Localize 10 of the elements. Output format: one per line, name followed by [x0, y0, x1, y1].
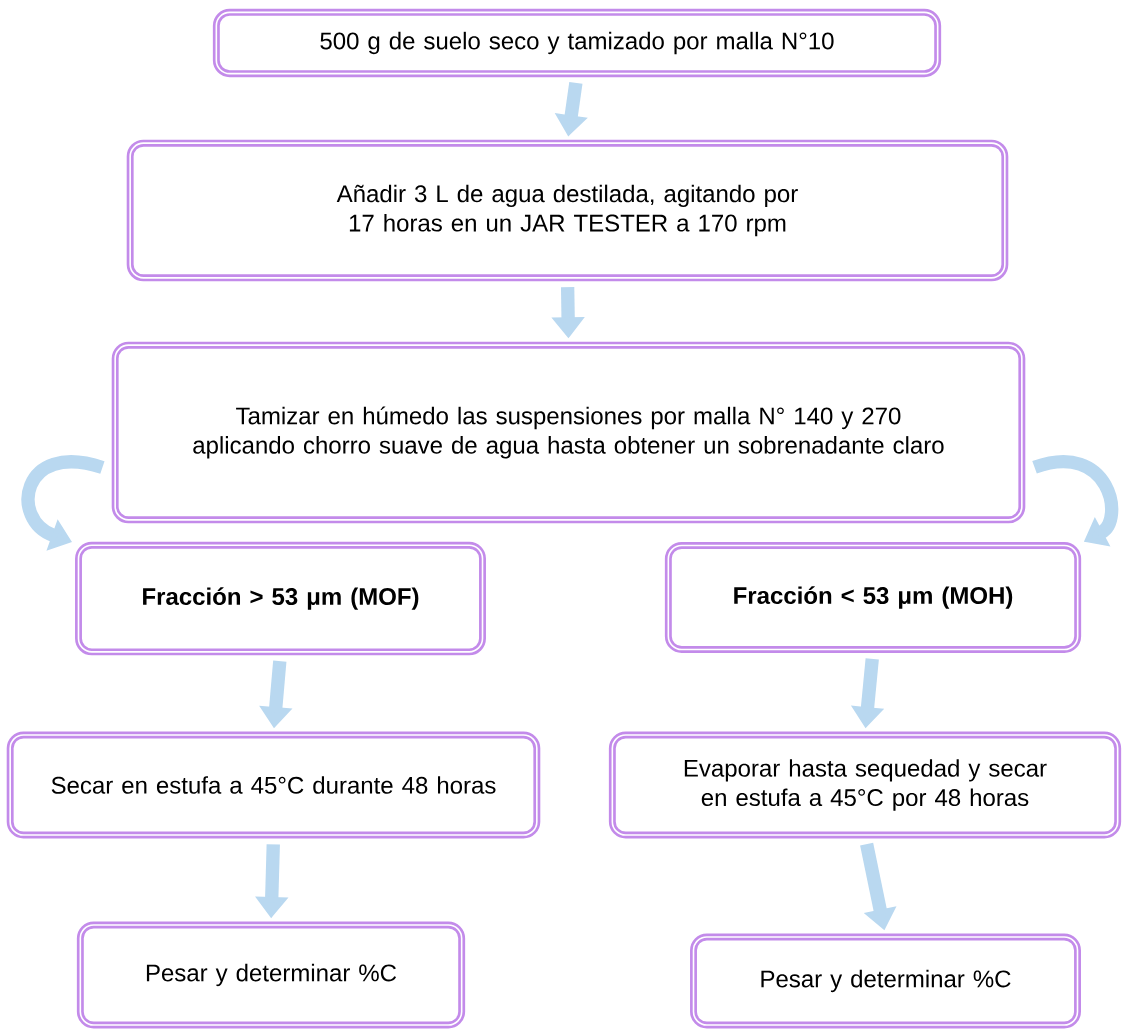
- process-box: Fracción < 53 μm (MOH): [664, 542, 1082, 653]
- process-box: Evaporar hasta sequedad y secar en estufa a 45°C por 48 horas: [608, 731, 1122, 839]
- process-box: Tamizar en húmedo las suspensiones por malla N° 140 y 270 aplicando chorro suave de agua hasta obtener un sobrenadante claro: [111, 341, 1026, 524]
- process-box: Fracción > 53 μm (MOF): [75, 541, 486, 656]
- block-arrow: [1032, 455, 1119, 547]
- process-box: Pesar y determinar %C: [690, 933, 1081, 1029]
- process-box: Pesar y determinar %C: [76, 921, 466, 1029]
- process-box: Añadir 3 L de agua destilada, agitando por 17 horas en un JAR TESTER a 170 rpm: [126, 139, 1009, 282]
- process-box: Secar en estufa a 45°C durante 48 horas: [6, 731, 541, 839]
- process-box: 500 g de suelo seco y tamizado por malla N°10: [212, 8, 942, 78]
